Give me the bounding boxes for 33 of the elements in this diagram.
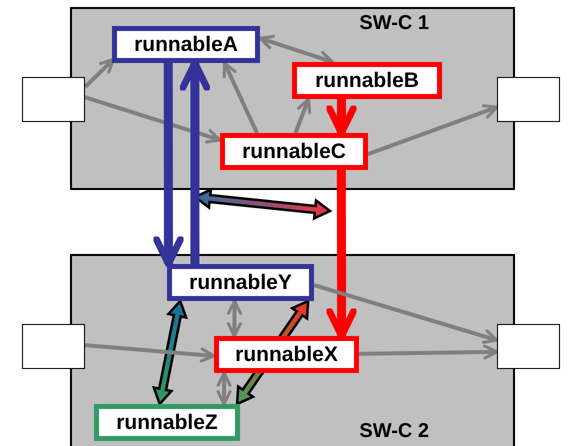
connector-arrow xyxy=(294,98,312,134)
flow-arrow xyxy=(153,63,184,268)
connector-arrow xyxy=(84,343,216,362)
connector-arrow xyxy=(84,95,222,144)
port-box xyxy=(497,77,560,122)
connector-arrow xyxy=(84,58,115,88)
runnable-box xyxy=(292,62,442,99)
dependency-arrow xyxy=(152,298,188,406)
runnable-box xyxy=(112,26,260,63)
runnable-label: runnableX xyxy=(235,344,338,365)
port-box xyxy=(22,77,85,122)
runnable-label: runnableA xyxy=(134,34,238,55)
runnable-label: runnableB xyxy=(315,70,419,91)
connector-arrow xyxy=(226,300,242,338)
connector-arrow xyxy=(313,283,498,344)
runnable-label: runnableC xyxy=(242,141,346,162)
connector-arrow xyxy=(367,104,498,156)
runnable-box xyxy=(94,404,240,441)
runnable-label: runnableY xyxy=(189,272,292,293)
dependency-arrow xyxy=(236,299,310,406)
runnable-box xyxy=(167,264,314,301)
runnable-box xyxy=(214,336,359,373)
component-panel xyxy=(70,7,515,190)
runnable-label: runnableZ xyxy=(116,412,218,433)
port-box xyxy=(22,324,85,369)
runnable-box xyxy=(220,133,368,170)
component-panel xyxy=(70,254,515,446)
component-title: SW-C 2 xyxy=(359,421,429,441)
connector-arrow xyxy=(222,62,259,134)
connector-arrow xyxy=(216,372,232,406)
component-title: SW-C 1 xyxy=(359,13,429,33)
port-box xyxy=(497,324,560,369)
connector-arrow xyxy=(358,344,498,360)
